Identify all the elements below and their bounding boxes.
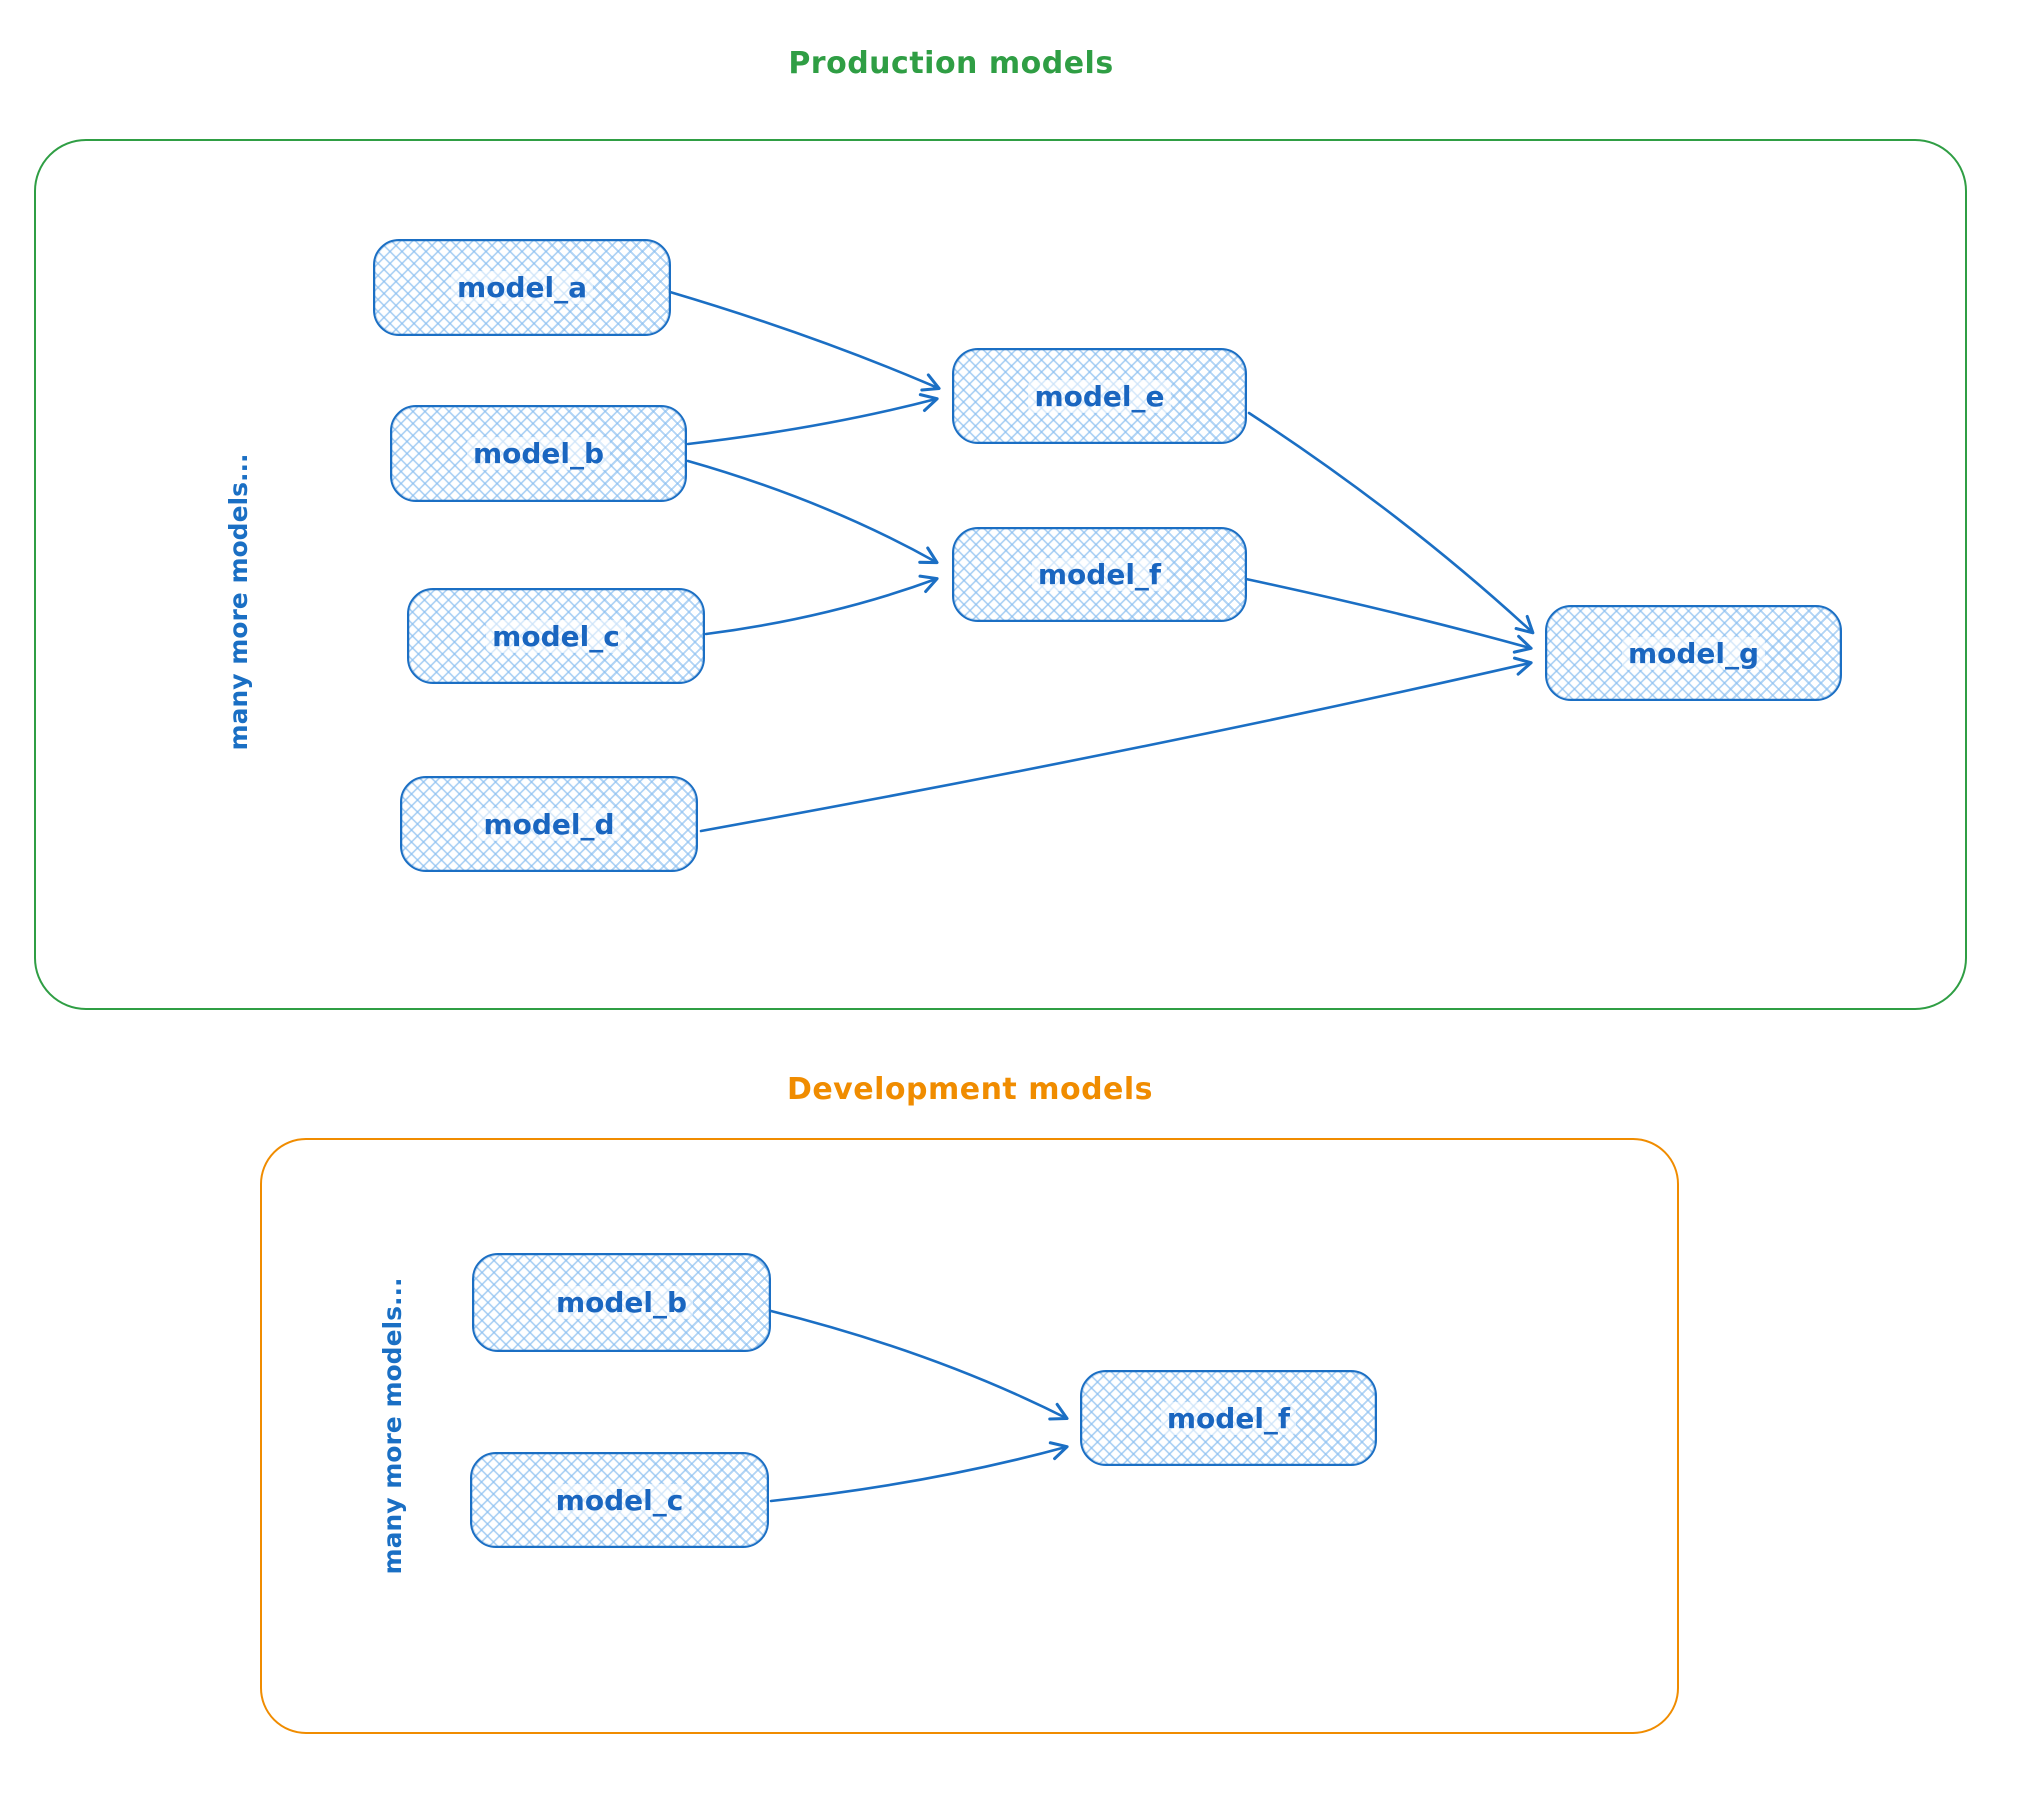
node-production-model-a: model_a xyxy=(373,239,671,336)
development-container xyxy=(260,1138,1679,1734)
node-label: model_c xyxy=(549,1483,690,1517)
node-label: model_f xyxy=(1160,1401,1297,1435)
node-label: model_b xyxy=(466,437,611,470)
node-development-model-f: model_f xyxy=(1080,1370,1377,1466)
node-label: model_d xyxy=(477,807,621,841)
node-label: model_e xyxy=(1028,379,1171,413)
node-production-model-e: model_e xyxy=(952,348,1247,444)
node-production-model-d: model_d xyxy=(400,776,698,872)
production-section-title: Production models xyxy=(788,46,1114,81)
node-production-model-g: model_g xyxy=(1545,605,1842,701)
development-section-title: Development models xyxy=(786,1072,1154,1107)
node-label: model_b xyxy=(549,1286,694,1319)
node-label: model_f xyxy=(1031,558,1168,591)
node-label: model_c xyxy=(486,619,626,653)
node-label: model_a xyxy=(451,271,593,304)
development-side-note: many more models... xyxy=(378,1277,407,1575)
node-production-model-b: model_b xyxy=(390,405,687,502)
production-side-note: many more models... xyxy=(224,453,253,751)
production-container xyxy=(34,139,1967,1010)
node-development-model-b: model_b xyxy=(472,1253,771,1352)
node-production-model-c: model_c xyxy=(407,588,705,684)
node-development-model-c: model_c xyxy=(470,1452,769,1548)
node-label: model_g xyxy=(1621,636,1766,670)
node-production-model-f: model_f xyxy=(952,527,1247,622)
